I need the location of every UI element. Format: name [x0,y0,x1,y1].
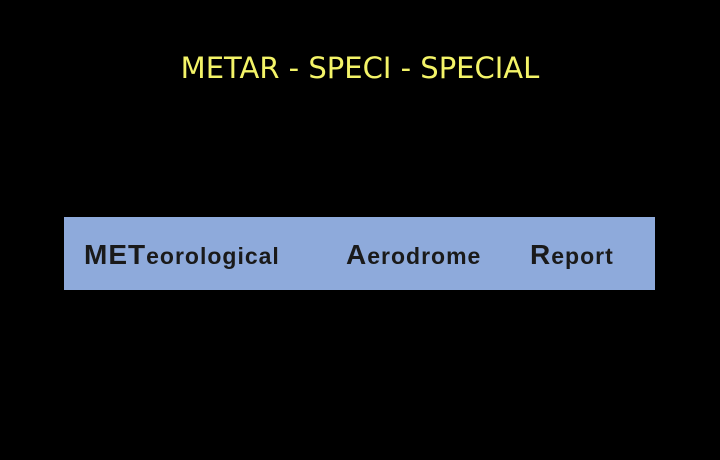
expansion-word-meteorological: METeorological [84,239,280,276]
expansion-word-caps: R [530,239,552,270]
acronym-expansion-box: METeorological Aerodrome Report [64,217,655,290]
expansion-word-rest: erodrome [367,243,482,269]
slide-title: METAR - SPECI - SPECIAL [180,51,540,85]
expansion-word-rest: eport [551,243,614,269]
expansion-word-rest: eorological [146,243,280,269]
expansion-word-caps: A [346,239,368,270]
expansion-word-caps: MET [84,239,147,270]
expansion-word-aerodrome: Aerodrome [346,239,481,276]
expansion-word-report: Report [530,239,614,276]
